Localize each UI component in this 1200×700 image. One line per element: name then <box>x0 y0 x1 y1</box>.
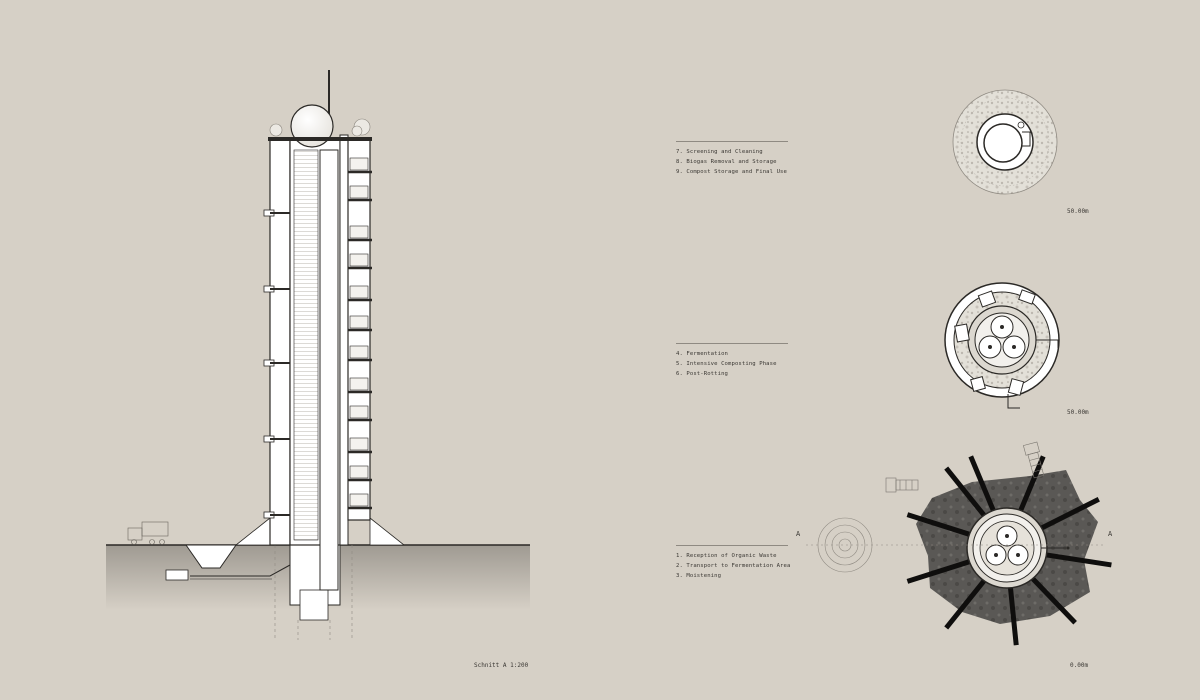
legend-item: 3. Moistening <box>676 573 722 579</box>
base-wedge-left <box>234 517 271 546</box>
legend-item: 1. Reception of Organic Waste <box>676 553 777 559</box>
legend-item: 9. Compost Storage and Final Use <box>676 169 787 175</box>
legend-item: 7. Screening and Cleaning <box>676 149 763 155</box>
legend-item: 8. Biogas Removal and Storage <box>676 159 777 165</box>
legend-item: 4. Fermentation <box>676 351 729 357</box>
roof-tree-icon <box>269 118 371 137</box>
level-label-top: 50.00m <box>1067 208 1089 215</box>
roof-plan <box>952 89 1058 195</box>
conveyor-line <box>190 564 291 577</box>
section-mark-left: A <box>796 530 801 538</box>
section-caption: Schnitt A 1:200 <box>474 662 529 669</box>
truck-icon <box>127 521 169 545</box>
level-label-ground: 0.00m <box>1070 662 1089 669</box>
floor-slabs <box>263 157 372 519</box>
legend-item: 2. Transport to Fermentation Area <box>676 563 791 569</box>
tower-stairs <box>293 149 319 541</box>
biogas-sphere <box>290 104 334 148</box>
middle-plan <box>944 282 1060 409</box>
ground-plan <box>806 441 1112 646</box>
legend-item: 6. Post-Rotting <box>676 371 729 377</box>
tower-right-shaft <box>339 134 349 546</box>
legend-middle: 4. Fermentation 5. Intensive Composting … <box>676 343 788 379</box>
section-drawing <box>106 70 530 640</box>
legend-lower: 1. Reception of Organic Waste 2. Transpo… <box>676 545 791 581</box>
conveyor-tunnel <box>165 569 189 581</box>
pit-plan <box>817 517 873 573</box>
legend-item: 5. Intensive Composting Phase <box>676 361 777 367</box>
level-label-middle: 50.00m <box>1067 409 1089 416</box>
section-mark-right: A <box>1108 530 1113 538</box>
tower-left-shaft <box>269 139 291 546</box>
reception-pit <box>185 544 237 569</box>
tower-chute <box>319 149 339 591</box>
radial-arms <box>906 455 1112 646</box>
base-wedge-right <box>369 517 406 546</box>
truck-plan-icon <box>885 441 1045 493</box>
legend-upper: 7. Screening and Cleaning 8. Biogas Remo… <box>676 141 788 177</box>
